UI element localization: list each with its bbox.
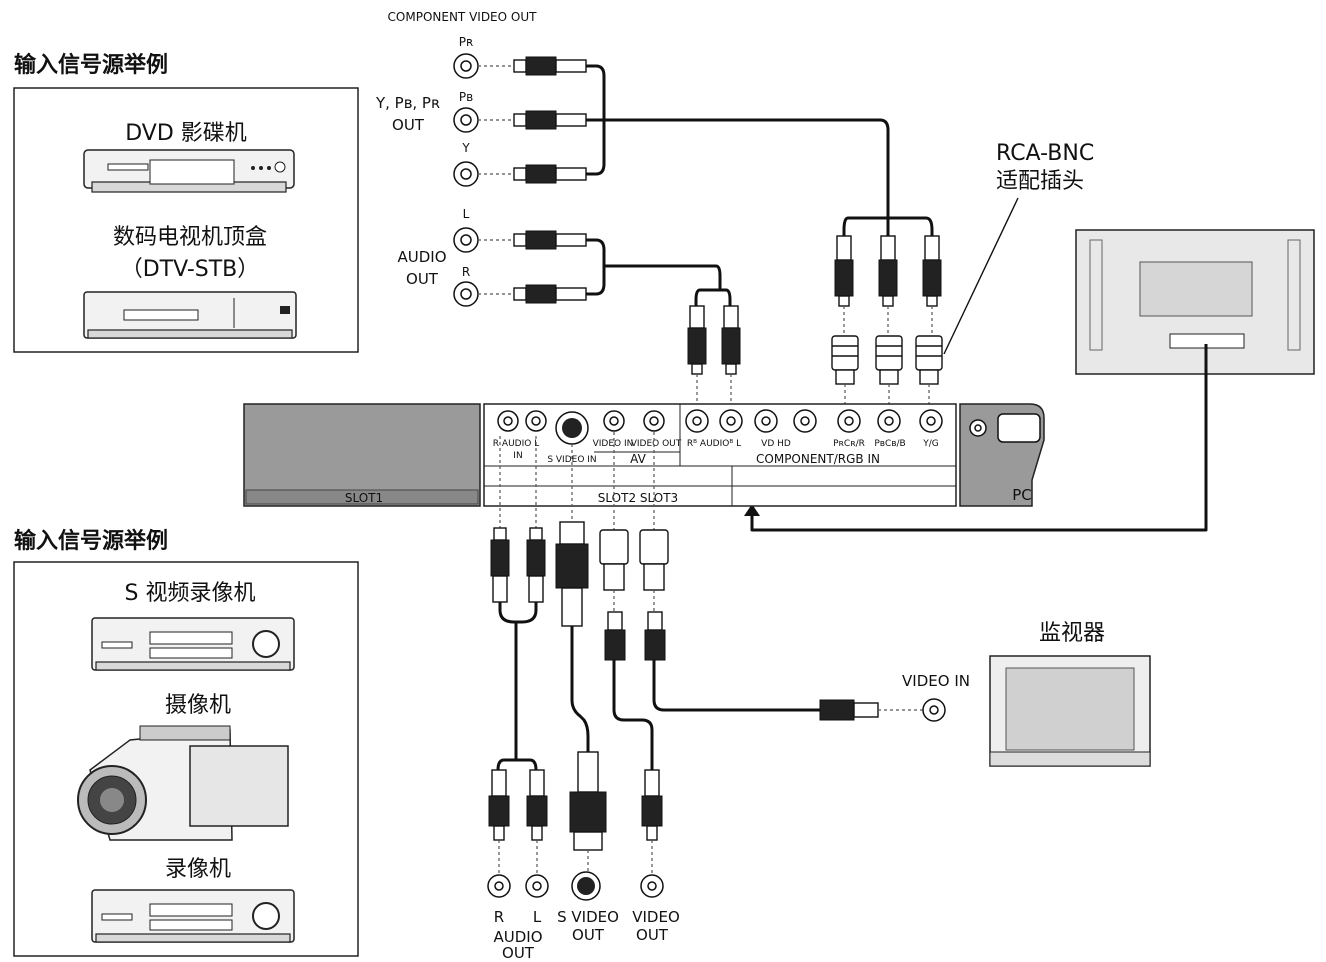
s-vcr-icon [91, 617, 295, 671]
audio-out-label: AUDIO [397, 248, 446, 266]
pr-cr-r-label: PʀCʀ/R [833, 439, 865, 449]
top-cables [586, 64, 934, 306]
pb-label: Pʙ [459, 90, 473, 104]
s-vcr-label: S 视频录像机 [125, 581, 256, 606]
av-label: AV [630, 452, 646, 466]
bottom-r-label: R [494, 908, 504, 926]
vcr-label: 录像机 [165, 857, 231, 882]
audio-out-r-label: R [462, 265, 470, 279]
pb-cb-b-label: PʙCʙ/B [874, 439, 905, 449]
video-in-label: VIDEO IN [593, 439, 634, 449]
video-out-label: VIDEO OUT [631, 439, 682, 449]
pr-label: Pʀ [459, 35, 473, 49]
svideo-in-label: S VIDEO IN [547, 455, 596, 465]
sources-bottom-heading: 输入信号源举例 [14, 528, 168, 554]
comp-audio-label: Rᴮ AUDIOᴮ L [687, 439, 741, 449]
audio-out-jacks [453, 227, 587, 307]
monitor-label: 监视器 [1039, 621, 1105, 646]
component-rgb-in-label: COMPONENT/RGB IN [756, 452, 880, 466]
monitor-video-plug [819, 698, 946, 722]
vd-hd-label: VD HD [761, 439, 791, 449]
audio-in-label: R AUDIO L [493, 439, 539, 449]
bottom-l-label: L [533, 908, 542, 926]
adapter-label-1: RCA-BNC [996, 141, 1094, 166]
panel-audio-plugs [687, 305, 741, 408]
audio-in-label-2: IN [513, 451, 522, 461]
bottom-svideo-out-label: OUT [572, 926, 605, 944]
component-out-title: COMPONENT VIDEO OUT [388, 10, 538, 24]
vcr-icon [91, 889, 295, 943]
set-top-box-icon [83, 291, 297, 339]
display-cable [750, 344, 1208, 532]
lower-plugs [490, 432, 669, 661]
bottom-source-plugs [487, 751, 664, 901]
monitor-video-in-label: VIDEO IN [902, 672, 970, 690]
arrow-icon [744, 504, 760, 516]
y-g-label: Y/G [922, 439, 939, 449]
slot23-label: SLOT2 SLOT3 [598, 491, 678, 505]
ypbpr-label: Y, Pʙ, Pʀ [375, 94, 440, 112]
dvd-player-label: DVD 影碟机 [125, 121, 247, 146]
monitor-icon [989, 655, 1151, 767]
audio-out-l-label: L [463, 207, 470, 221]
bottom-svideo-label: S VIDEO [557, 908, 619, 926]
component-out-jacks [453, 53, 514, 187]
dvd-player-icon [83, 149, 295, 193]
rca-bnc-adapters [831, 335, 943, 408]
component-vertical-plugs [834, 235, 942, 336]
adapter-label-2: 适配插头 [996, 169, 1084, 194]
slot1-label: SLOT1 [345, 491, 383, 505]
bottom-video-label: VIDEO [632, 908, 680, 926]
adapter-pointer [943, 197, 1019, 355]
component-rca-plugs [513, 56, 587, 184]
lower-cables [496, 602, 820, 771]
camcorder-label: 摄像机 [165, 693, 231, 718]
bottom-audio-label: AUDIO [493, 928, 542, 946]
stb-label: 数码电视机顶盒 [113, 225, 267, 250]
stb-sublabel: （DTV-STB） [121, 257, 260, 282]
camcorder-icon [77, 725, 289, 841]
pc-label: PC [1012, 486, 1032, 504]
plasma-display-rear-icon [1075, 229, 1315, 375]
y-label: Y [461, 141, 470, 155]
slot1-panel [243, 403, 481, 507]
bottom-audio-out-label: OUT [502, 944, 535, 962]
bottom-video-out-label: OUT [636, 926, 669, 944]
audio-out-out-label: OUT [406, 270, 439, 288]
ypbpr-out-label: OUT [392, 116, 425, 134]
terminal-panel [243, 403, 1045, 507]
sources-top-heading: 输入信号源举例 [14, 52, 168, 78]
